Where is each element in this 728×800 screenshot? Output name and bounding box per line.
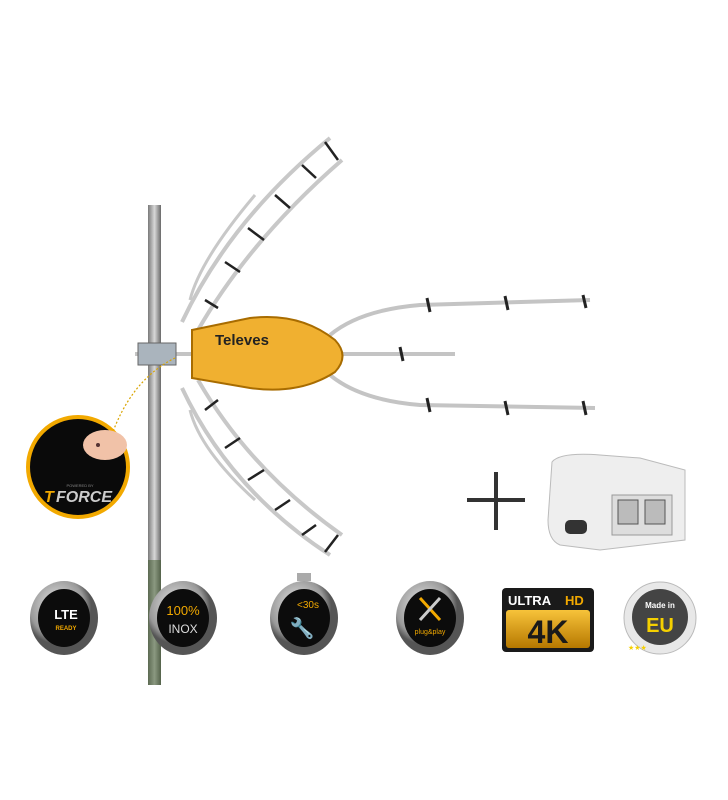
antenna-body [191, 315, 344, 391]
svg-text:Made in: Made in [645, 601, 675, 610]
svg-text:POWERED BY: POWERED BY [66, 483, 93, 488]
tools-icon [418, 596, 442, 622]
svg-text:INOX: INOX [168, 622, 197, 636]
plug-and-play-badge: plug&play [396, 581, 464, 655]
install-time-badge: <30s 🔧 [270, 573, 338, 655]
svg-text:4K: 4K [528, 614, 569, 650]
brand-logo: Televes [215, 332, 269, 349]
inox-badge: 100% INOX [149, 581, 217, 655]
svg-text:LTE: LTE [54, 607, 78, 622]
ultra-hd-4k-badge: ULTRA HD 4K [502, 588, 594, 652]
lte-ready-badge: LTE READY [30, 581, 98, 655]
eu-stars-icon: ★★★ [628, 644, 647, 652]
mast-clamp [137, 342, 177, 366]
svg-text:100%: 100% [166, 603, 200, 618]
svg-text:T: T [44, 489, 55, 506]
svg-text:ULTRA: ULTRA [508, 593, 552, 608]
power-supply-unit [547, 453, 686, 551]
svg-text:EU: EU [646, 615, 674, 637]
svg-text:READY: READY [55, 626, 76, 632]
svg-text:<30s: <30s [297, 600, 319, 611]
wrench-icon: 🔧 [290, 616, 315, 640]
svg-text:plug&play: plug&play [415, 629, 446, 636]
tforce-badge: POWERED BY T FORCE [26, 415, 130, 519]
svg-text:HD: HD [565, 593, 584, 608]
svg-text:FORCE: FORCE [56, 489, 113, 506]
reflector-grid [180, 136, 344, 557]
made-in-eu-badge: Made in EU ★★★ [623, 581, 697, 655]
plus-icon [467, 472, 525, 530]
